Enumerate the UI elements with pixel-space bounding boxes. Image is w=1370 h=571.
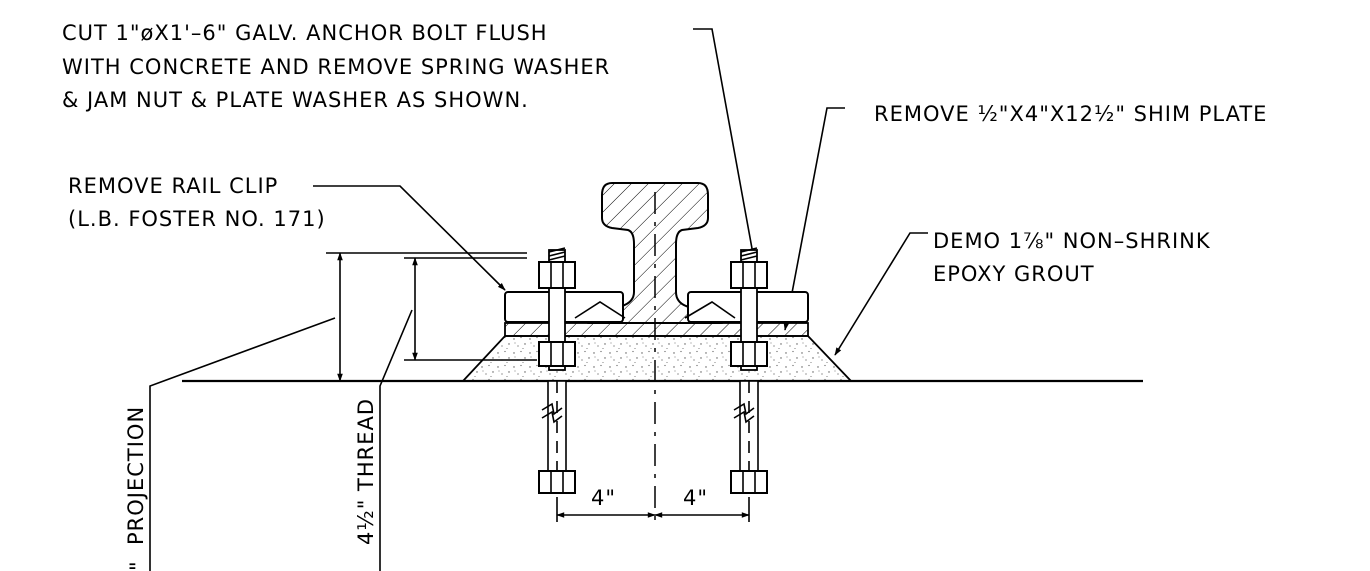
note-remove-rail-clip: REMOVE RAIL CLIP (L.B. FOSTER NO. 171) bbox=[68, 174, 326, 231]
leader-grout bbox=[834, 232, 928, 356]
note-grout-line-2: EPOXY GROUT bbox=[933, 262, 1095, 286]
note-grout-line-1: DEMO 1⅞" NON–SHRINK bbox=[933, 229, 1211, 253]
dimension-thread-label: 4½" THREAD bbox=[354, 398, 378, 545]
leader-lines bbox=[313, 28, 928, 356]
note-cut-bolt-line-1: CUT 1"øX1'–6" GALV. ANCHOR BOLT FLUSH bbox=[62, 21, 548, 45]
dimension-left-4in: 4" bbox=[591, 486, 616, 510]
anchor-bolt-left bbox=[538, 247, 576, 494]
note-rail-clip-line-2: (L.B. FOSTER NO. 171) bbox=[68, 207, 326, 231]
dimension-bolt-spacing: 4" 4" bbox=[556, 486, 750, 522]
dimension-projection-prefix: " bbox=[126, 560, 150, 571]
note-remove-shim-plate: REMOVE ½"X4"X12½" SHIM PLATE bbox=[874, 102, 1267, 126]
leader-rail-clip bbox=[313, 185, 506, 291]
leader-shim-plate bbox=[783, 107, 845, 331]
epoxy-grout-pad bbox=[460, 335, 854, 382]
dimension-right-4in: 4" bbox=[683, 486, 708, 510]
note-cut-bolt-line-2: WITH CONCRETE AND REMOVE SPRING WASHER bbox=[62, 55, 610, 79]
dimension-projection-label: PROJECTION bbox=[124, 406, 148, 545]
leader-cut-bolt bbox=[693, 28, 757, 266]
note-cut-bolt-line-3: & JAM NUT & PLATE WASHER AS SHOWN. bbox=[62, 88, 529, 112]
anchor-bolt-right bbox=[730, 247, 768, 494]
note-cut-anchor-bolt: CUT 1"øX1'–6" GALV. ANCHOR BOLT FLUSH WI… bbox=[62, 21, 610, 112]
note-demo-grout: DEMO 1⅞" NON–SHRINK EPOXY GROUT bbox=[933, 229, 1211, 286]
note-rail-clip-line-1: REMOVE RAIL CLIP bbox=[68, 174, 278, 198]
dimension-vertical bbox=[149, 252, 537, 571]
